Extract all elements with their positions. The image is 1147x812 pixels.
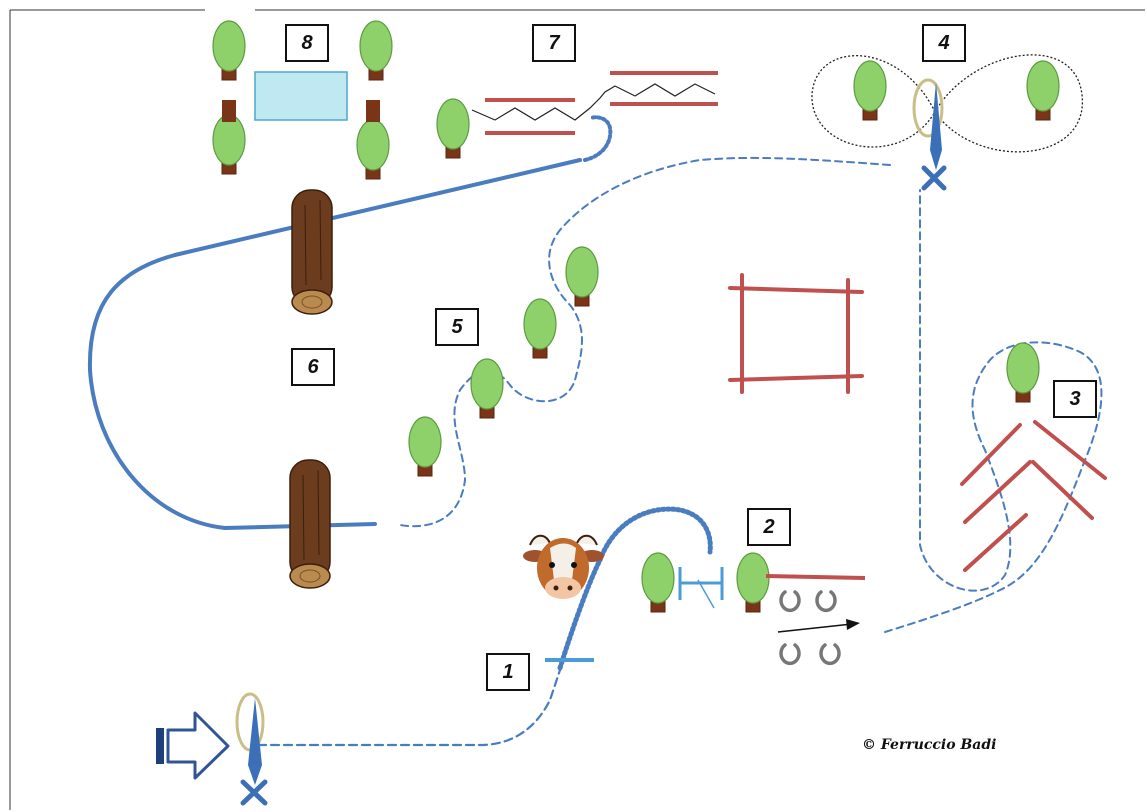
- tree-icon: [356, 119, 390, 180]
- obstacle-8-water: [212, 20, 393, 180]
- cow-icon: [523, 534, 604, 599]
- obstacle-4-figure-eight: [811, 54, 1083, 191]
- horseshoe-icon: [779, 643, 801, 666]
- tree-icon: [359, 20, 393, 81]
- log-icon: [289, 459, 331, 589]
- tree-icon: [470, 358, 504, 419]
- obstacle-7-number: 7: [532, 24, 576, 62]
- tree-icon: [523, 298, 557, 359]
- start-arrow-icon: [156, 711, 230, 780]
- obstacle-2-gate: [641, 552, 866, 666]
- obstacle-6-logs: [289, 189, 333, 589]
- start-marker-icon: [235, 692, 268, 806]
- tree-icon: [736, 552, 770, 613]
- tree-icon: [1005, 341, 1041, 404]
- obstacle-5-number: 5: [435, 308, 479, 346]
- obstacle-3-rails: [960, 341, 1107, 572]
- route-path: [87, 115, 1103, 747]
- tree-icon: [641, 552, 675, 613]
- horseshoe-icon: [815, 590, 837, 613]
- tree-icon: [436, 98, 470, 159]
- obstacle-7-rails: [436, 71, 718, 159]
- tree-icon: [212, 20, 246, 81]
- obstacle-3-number: 3: [1053, 380, 1097, 418]
- obstacle-2-number: 2: [747, 508, 791, 546]
- square-fence: [728, 273, 864, 394]
- horseshoe-icon: [779, 590, 801, 613]
- log-icon: [291, 189, 333, 315]
- tree-icon: [1026, 60, 1060, 121]
- copyright-text: © Ferruccio Badi: [862, 737, 997, 753]
- tree-icon: [565, 246, 599, 307]
- obstacle-8-number: 8: [285, 24, 329, 62]
- tree-icon: [408, 416, 442, 477]
- diagram-frame: [9, 9, 1145, 810]
- tree-icon: [212, 114, 246, 175]
- horseshoe-icon: [819, 643, 841, 666]
- tree-icon: [853, 60, 887, 121]
- obstacle-1-number: 1: [486, 653, 530, 691]
- obstacle-5-slalom: [408, 246, 599, 477]
- obstacle-6-number: 6: [291, 348, 335, 386]
- obstacle-4-number: 4: [922, 24, 966, 62]
